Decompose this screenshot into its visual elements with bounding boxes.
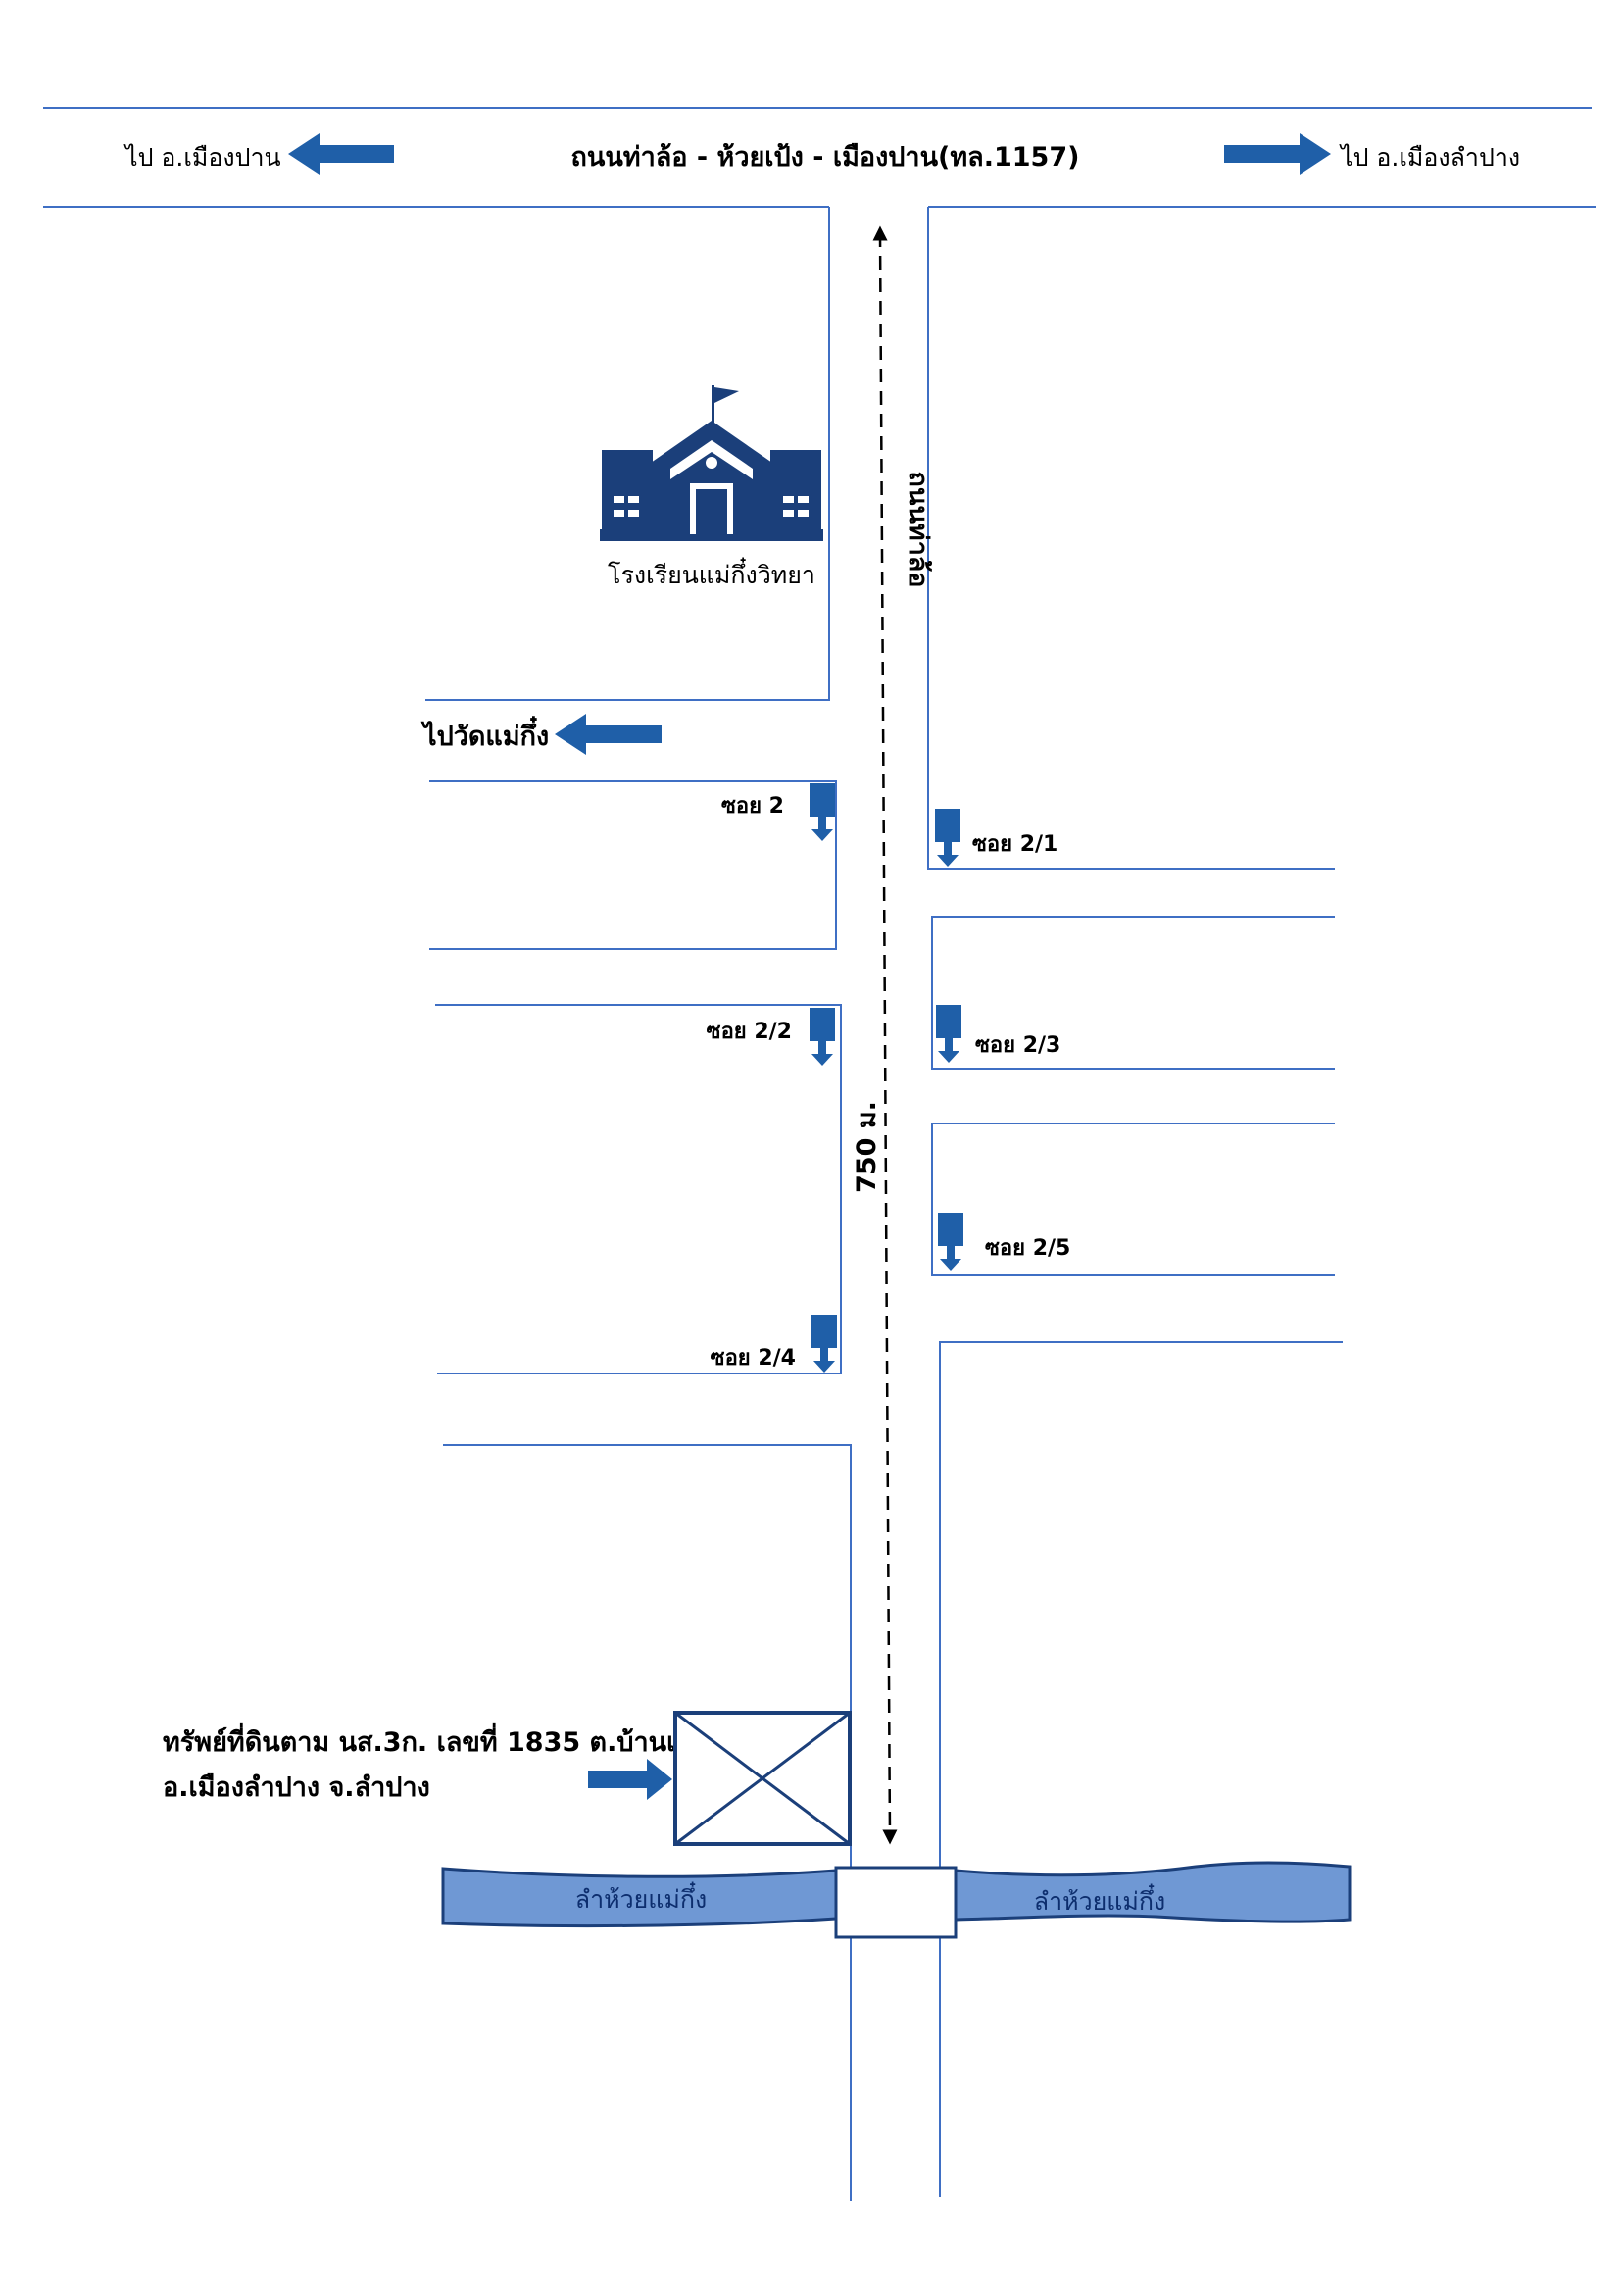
vertical-road-left-edge [425,207,852,2201]
distance-label: 750 ม. [852,1101,882,1193]
school-label: โรงเรียนแม่กึ๋งวิทยา [608,557,815,589]
soi-2-5-marker-icon [938,1213,963,1271]
stream-right [954,1861,1352,1923]
soi-2-3-label: ซอย 2/3 [975,1033,1060,1058]
arrow-left-icon [288,133,394,175]
arrow-right-icon [1224,133,1331,175]
to-mueang-pan-label: ไป อ.เมืองปาน [123,143,281,172]
main-road-label: ถนนท่าล้อ - ห้วยเป้ง - เมืองปาน(ทล.1157) [571,142,1080,173]
soi-2-4-marker-icon [812,1315,837,1373]
soi-2-1-label: ซอย 2/1 [972,832,1057,857]
temple-label: ไปวัดแม่กึ๋ง [420,716,549,752]
soi-2-marker-icon [810,783,835,841]
temple-arrow-icon [555,714,662,755]
stream-label-left: ลำห้วยแม่กึ๋ง [575,1881,707,1914]
bridge [834,1866,958,1939]
main-road [43,107,1596,208]
soi-2-1-marker-icon [935,809,960,867]
property-label-line1: ทรัพย์ที่ดินตาม นส.3ก. เลขที่ 1835 ต.บ้า… [163,1722,708,1758]
distance-dashed-arrow [872,225,898,1845]
soi-2-2-marker-icon [810,1008,835,1066]
soi-2-label: ซอย 2 [721,794,784,819]
property-arrow-icon [588,1759,672,1800]
property-label-line2: อ.เมืองลำปาง จ.ลำปาง [163,1772,430,1803]
school-icon [600,385,823,541]
soi-2-2-label: ซอย 2/2 [707,1020,792,1044]
to-mueang-lampang-label: ไป อ.เมืองลำปาง [1339,143,1520,172]
soi-2-5-label: ซอย 2/5 [985,1236,1070,1261]
soi-2-3-marker-icon [936,1005,961,1063]
stream-label-right: ลำห้วยแม่กึ๋ง [1034,1883,1165,1916]
tha-lo-road-label: ถนนท่าล้อ [903,472,933,588]
soi-2-4-label: ซอย 2/4 [711,1346,796,1371]
property-plot-marker [673,1711,852,1846]
